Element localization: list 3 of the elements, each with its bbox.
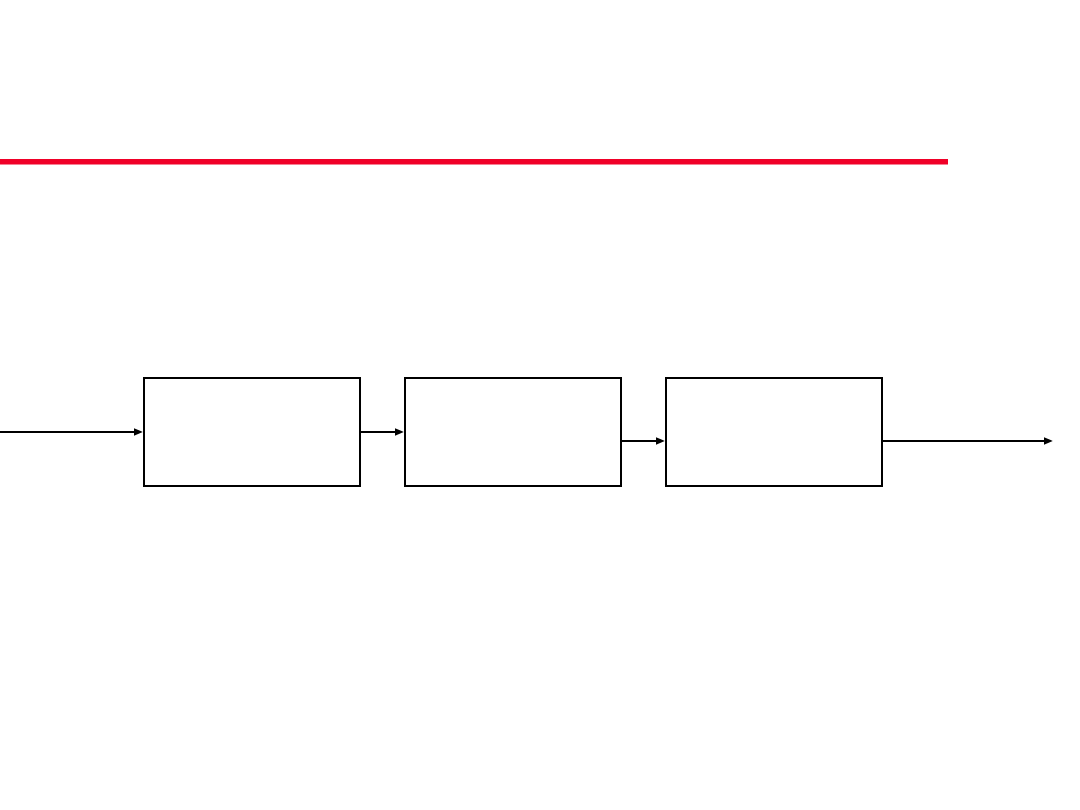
process-box: [143, 377, 361, 487]
process-box: [665, 377, 883, 487]
process-box: [404, 377, 622, 487]
